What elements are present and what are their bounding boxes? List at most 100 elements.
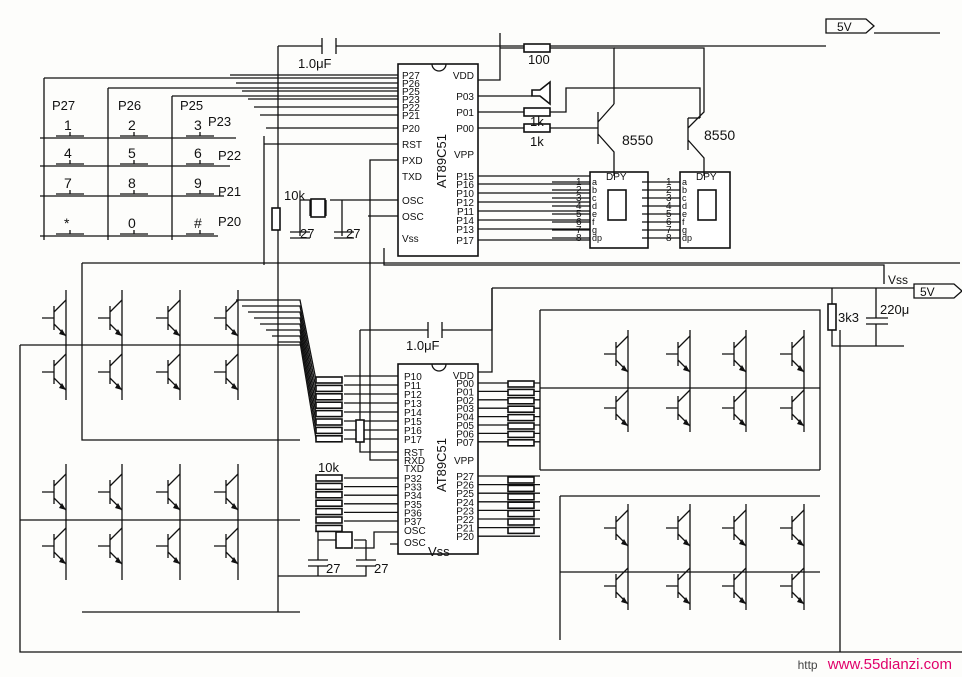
top-chip-pin-p10: P10 [456, 189, 474, 200]
left-matrix-link [266, 329, 317, 423]
r1k-b-body [523, 123, 551, 133]
transistor-arrow [59, 383, 66, 390]
left-matrix-link [236, 299, 317, 381]
c27-top-symbols [290, 231, 354, 239]
left-matrix-1-transistor-1-0 [98, 473, 123, 511]
display-2-seg-a: a [682, 177, 687, 187]
r10k-top-label: 10k [284, 188, 305, 203]
resistor-array-1-r3 [315, 499, 343, 508]
left-matrix-0-transistor-0-0 [42, 299, 67, 337]
cap-top-label: 1.0μF [298, 56, 332, 71]
display-1-seg-g: g [592, 225, 597, 235]
bottom-chip-vss: Vss [428, 544, 450, 559]
left-matrix-1-transistor-0-1 [42, 527, 67, 565]
bottom-chip-pin-p14-4: P14 [404, 408, 422, 419]
top-chip-pin-p20: P20 [402, 124, 420, 135]
top-chip-pin-p13: P13 [456, 225, 474, 236]
top-chip-pin-p12: P12 [456, 198, 474, 209]
right-matrix-1-transistor-1-1 [666, 567, 691, 605]
display-2-seg-g: g [682, 225, 687, 235]
keypad-col-label-p25: P25 [180, 98, 203, 113]
resistor-array-0-r4 [315, 409, 343, 418]
transistor-lines [722, 509, 747, 547]
display-2-digit-icon [697, 189, 717, 221]
resistor-array-2-r0 [507, 380, 535, 388]
left-matrix-0-transistor-2-1 [156, 353, 181, 391]
r1k-b-label: 1k [530, 134, 544, 149]
keypad-col-label-p27: P27 [52, 98, 75, 113]
crystal-bottom-icon [335, 531, 353, 549]
cap-bottom-symbol [360, 288, 493, 338]
left-matrix-1-transistor-2-0 [156, 473, 181, 511]
r10k-bottom-body [355, 419, 365, 443]
transistor-arrow [115, 557, 122, 564]
transistor-arrow [621, 365, 628, 372]
resistor-array-0-r2 [315, 392, 343, 401]
c27-top-b-label: 27 [346, 226, 360, 241]
resistor-array-0-r5 [315, 418, 343, 426]
key-switch-7 [120, 190, 148, 195]
top-chip-name: AT89C51 [434, 134, 449, 188]
bottom-chip-pin-p25-12: P25 [456, 489, 474, 500]
display-2-seg-c: c [682, 193, 687, 203]
transistor-lines [98, 299, 123, 337]
transistor-arrow [683, 365, 690, 372]
resistor-array-2-r6 [507, 430, 535, 439]
transistor-lines [780, 509, 805, 547]
key-switch-6 [56, 190, 84, 195]
left-matrix-1-transistor-1-1 [98, 527, 123, 565]
c27-bottom-symbols [278, 559, 376, 577]
left-matrix-link [260, 323, 317, 414]
transistor-arrow [173, 329, 180, 336]
right-matrix-1-transistor-1-0 [666, 509, 691, 547]
cap-bottom-label: 1.0μF [406, 338, 440, 353]
keypad-row-label-p20: P20 [218, 214, 241, 229]
right-matrix-0-transistor-1-1 [666, 389, 691, 427]
vcc-label-right: 5V [920, 285, 935, 299]
top-chip-pin-pxd: PXD [402, 156, 423, 167]
transistor-arrow [59, 557, 66, 564]
top-chip-pin-p25: P25 [402, 87, 420, 98]
transistor-lines [214, 473, 239, 511]
resistor-array-0-r0 [315, 376, 343, 384]
top-chip-pin-rst: RST [402, 140, 422, 151]
bottom-chip-pin-p06-7: P06 [456, 429, 474, 440]
transistor-lines [780, 567, 805, 605]
bottom-chip-pin-p17-7: P17 [404, 435, 422, 446]
transistor-arrow [683, 597, 690, 604]
bottom-chip-pin-p03-4: P03 [456, 404, 474, 415]
bottom-chip-body [397, 363, 479, 555]
r1k-a-body [523, 107, 551, 117]
display-1-seg-d: d [592, 201, 597, 211]
r1k-wires [478, 87, 701, 129]
left-matrix-link [272, 335, 317, 431]
bottom-chip-pin-p16-6: P16 [404, 426, 422, 437]
key-switch-2 [186, 132, 214, 137]
display-common-wire [613, 172, 705, 176]
resistor-array-2-r4 [507, 413, 535, 422]
r100-wire [499, 33, 615, 104]
left-matrix-0-transistor-0-1 [42, 353, 67, 391]
vss-wire [383, 248, 885, 284]
right-matrix-0-transistor-0-1 [604, 389, 629, 427]
left-matrix-1-transistor-3-1 [214, 527, 239, 565]
top-chip-pin-p11: P11 [457, 207, 474, 218]
transistor-arrow [797, 419, 804, 426]
right-matrix-0-transistor-2-1 [722, 389, 747, 427]
c27-bottom-b-label: 27 [374, 561, 388, 576]
transistor-lines [42, 473, 67, 511]
resistor-array-3-r0 [507, 476, 535, 484]
top-chip-pin-p16: P16 [456, 180, 474, 191]
transistor-lines [156, 353, 181, 391]
top-chip-pin-txd: TXD [402, 172, 422, 183]
transistor-lines [214, 353, 239, 391]
resistor-array-2-r2 [507, 396, 535, 405]
keypad-row-label-p23: P23 [208, 114, 231, 129]
right-matrix-row [540, 387, 820, 573]
top-chip-pin-osc: OSC [402, 196, 424, 207]
bottom-chip-pin-p24-13: P24 [456, 498, 474, 509]
transistor-lines [604, 335, 629, 373]
bottom-chip-pin-p02-3: P02 [456, 396, 474, 407]
